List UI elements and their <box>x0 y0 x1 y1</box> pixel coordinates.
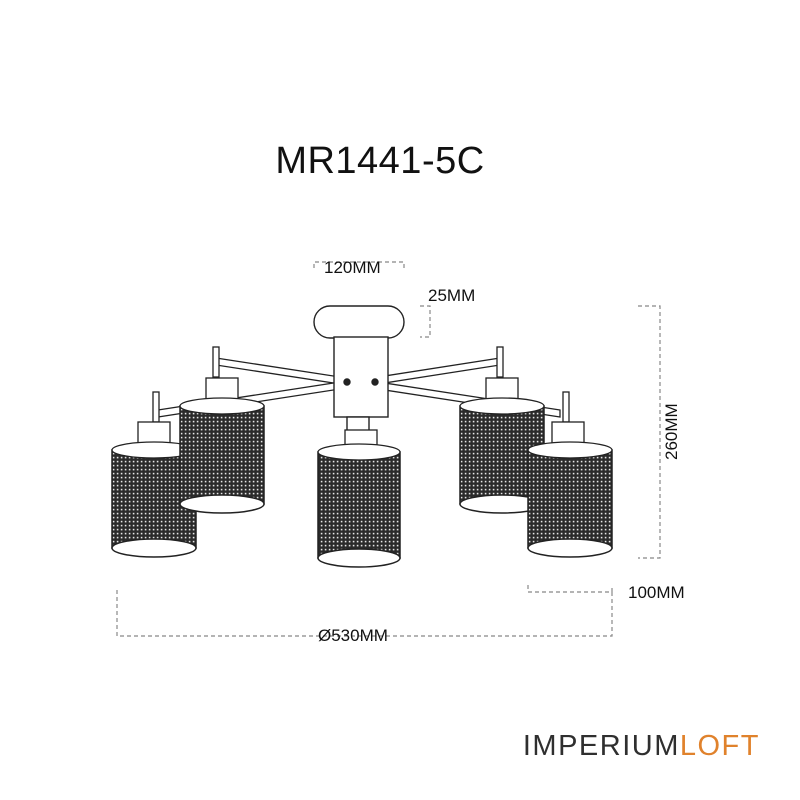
shade-far-right <box>527 421 613 558</box>
arm-right-upper <box>377 357 501 385</box>
shade-center <box>317 429 401 568</box>
shade-offset-line <box>527 585 613 593</box>
central-body <box>333 336 389 418</box>
dim-canopy-height: 25MM <box>428 286 476 305</box>
total-height-line <box>638 305 661 559</box>
dim-shade-offset: 100MM <box>628 583 685 602</box>
canopy-width-line <box>313 261 405 268</box>
total-diameter-line <box>116 590 613 637</box>
canopy-height-line <box>420 305 431 338</box>
dim-total-diameter: Ø530MM <box>318 626 388 645</box>
arm-right-lower-end <box>562 391 570 423</box>
arm-left-lower-end <box>152 391 160 423</box>
arm-right-upper-end <box>496 346 504 378</box>
canopy-plate <box>313 305 405 339</box>
shade-left <box>179 377 265 514</box>
dim-total-height: 260MM <box>662 403 681 460</box>
model-title: MR1441-5C <box>275 140 485 182</box>
dim-canopy-diameter: 120MM <box>324 258 381 277</box>
dimension-lines <box>116 261 661 637</box>
brand-logo-part2: LOFT <box>679 730 760 762</box>
brand-logo-part1: IMPERIUM <box>522 730 680 762</box>
arm-left-upper-end <box>212 346 220 378</box>
brand-logo: IMPERIUMLOFT <box>523 730 760 763</box>
shades <box>111 377 613 568</box>
